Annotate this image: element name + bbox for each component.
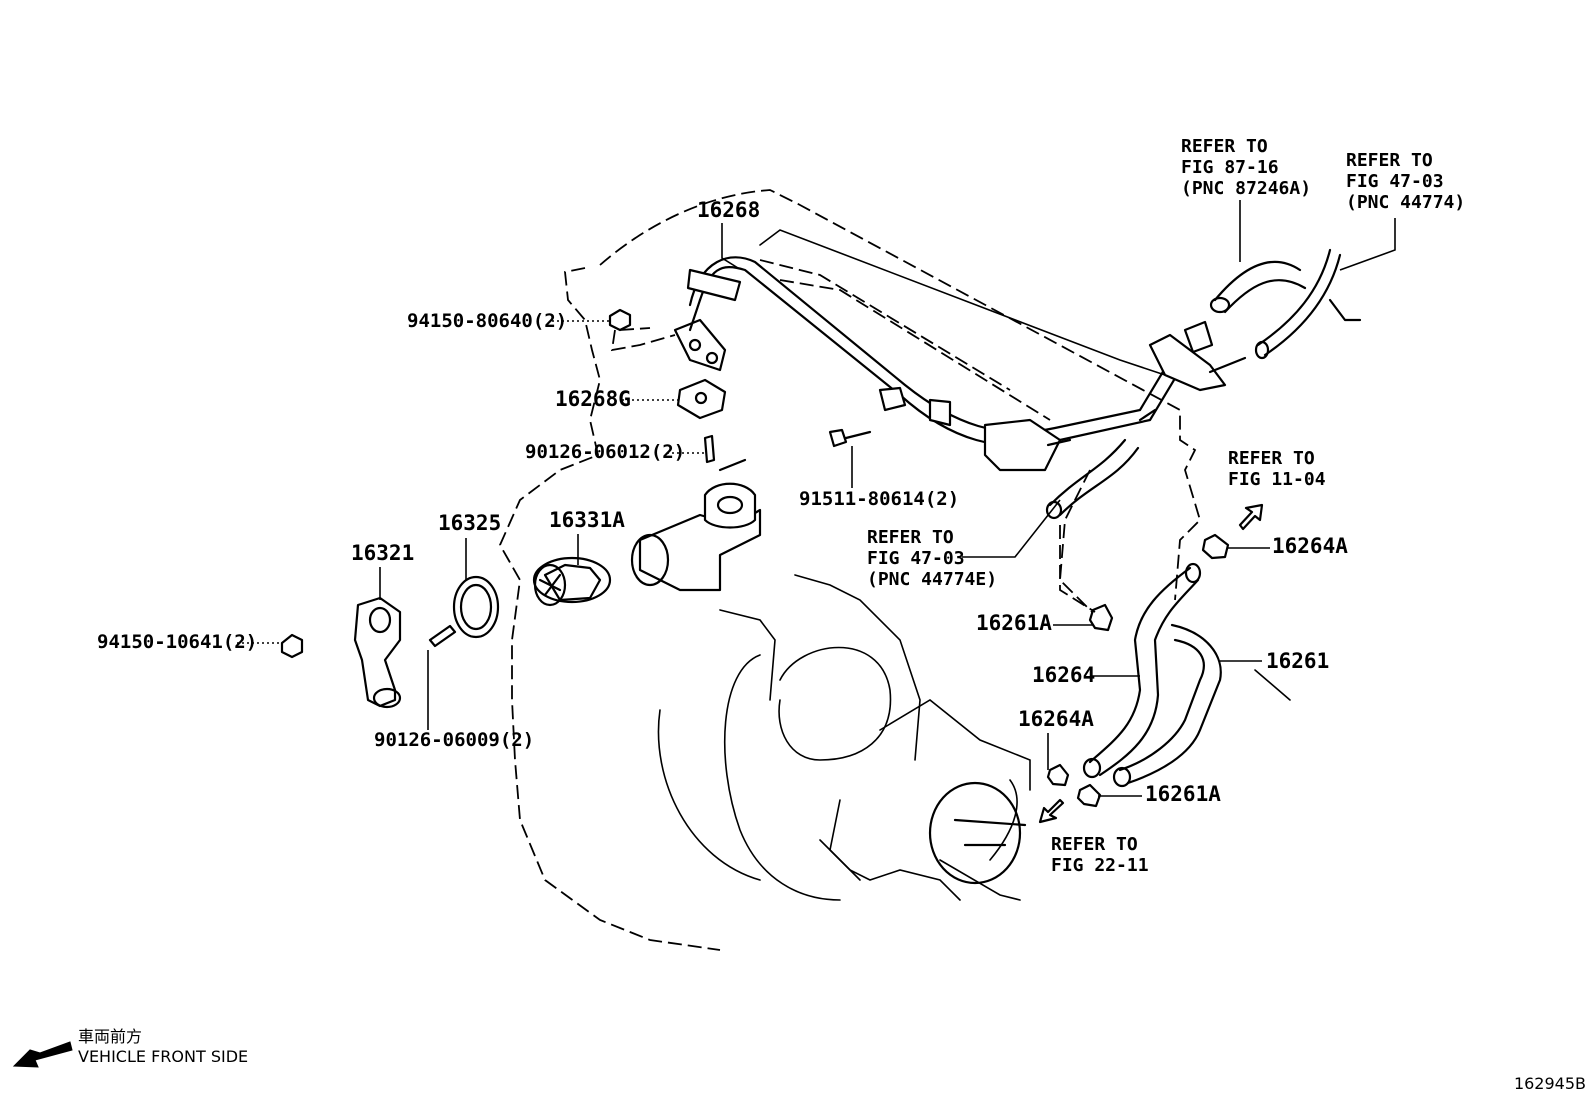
label-16261a-low: 16261A [1145,782,1221,806]
fasteners [280,308,872,659]
label-90126-06009: 90126-06009(2) [374,729,535,751]
water-inlet-housing [630,458,762,592]
label-16321: 16321 [351,541,415,565]
label-16331a: 16331A [549,508,625,532]
leader-lines [237,200,1396,797]
arrow-up-right-icon [1238,503,1264,531]
vehicle-front-arrow-icon [12,1041,73,1068]
reference-fig-47-03-top: REFER TO FIG 47-03 (PNC 44774) [1346,150,1466,213]
label-16325: 16325 [438,511,502,535]
label-90126-06012: 90126-06012(2) [525,441,686,463]
label-16264a-top: 16264A [1272,534,1348,558]
vehicle-front-note: VEHICLE FRONT SIDE [78,1047,249,1066]
label-16261: 16261 [1266,649,1330,673]
gasket [452,575,500,639]
arrow-down-left-icon [1038,798,1065,824]
engine-outline [498,189,1291,951]
label-91511-80614: 91511-80614(2) [799,488,960,510]
reference-fig-87-16: REFER TO FIG 87-16 (PNC 87246A) [1181,136,1312,199]
label-16268g: 16268G [555,387,631,411]
label-94150-10641: 94150-10641(2) [97,631,258,653]
reference-fig-22-11: REFER TO FIG 22-11 [1051,834,1149,876]
label-94150-80640: 94150-80640(2) [407,310,568,332]
vehicle-front-note-japanese: 車両前方 [78,1027,143,1046]
water-inlet [353,596,402,709]
label-16268: 16268 [697,198,761,222]
water-bypass-pipe [673,256,1247,472]
figure-id: 162945B [1513,1074,1586,1093]
reference-fig-47-03-mid: REFER TO FIG 47-03 (PNC 44774E) [867,527,998,590]
engine-block-lower [657,574,1031,901]
upper-right-hoses [1209,248,1362,360]
reference-fig-11-04: REFER TO FIG 11-04 [1228,448,1326,490]
label-16261a-mid: 16261A [976,611,1052,635]
center-hose [1045,438,1140,520]
direction-arrows [12,503,1264,1068]
heater-hoses [1046,525,1230,808]
thermostat [532,556,612,607]
label-16264: 16264 [1032,663,1096,687]
label-16264a-low: 16264A [1018,707,1094,731]
